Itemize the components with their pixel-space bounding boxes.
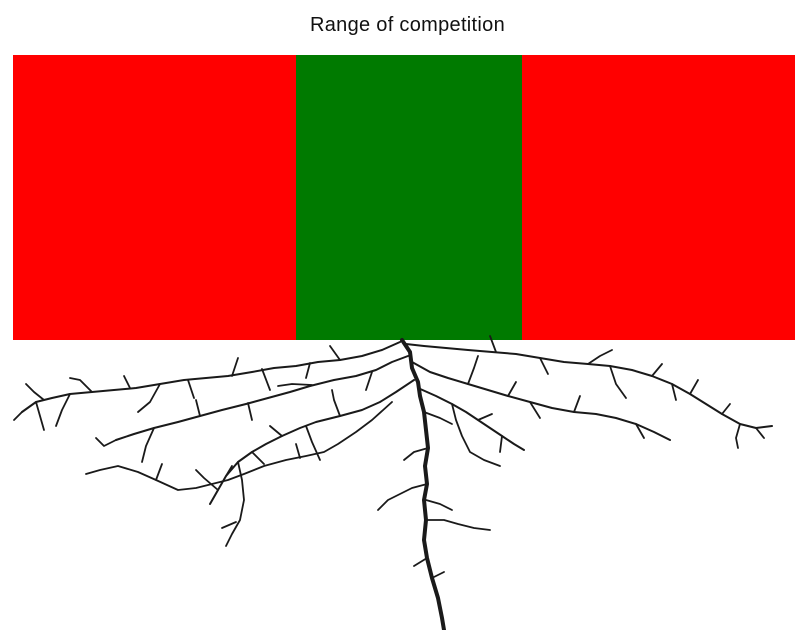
root-system xyxy=(14,336,772,630)
right-lateral-lower xyxy=(418,388,524,450)
right-lateral-middle xyxy=(412,362,670,440)
left-lateral-upper xyxy=(22,342,400,412)
right-lateral-upper xyxy=(406,344,772,428)
